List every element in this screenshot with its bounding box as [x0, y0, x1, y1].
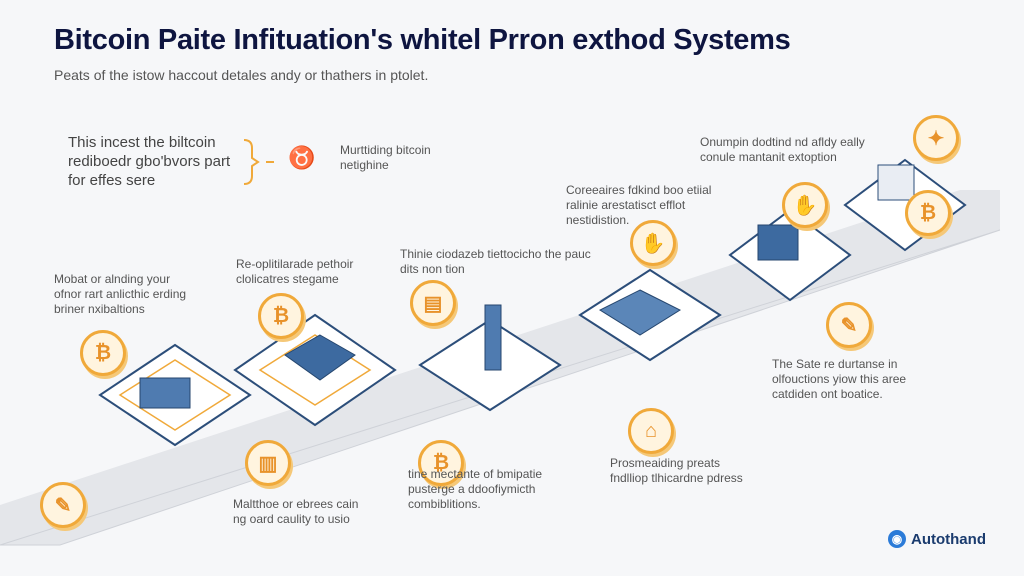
label-line: Maltthoe or ebrees cain	[233, 497, 359, 511]
label-line: Coreeaires fdkind boo etiial	[566, 183, 712, 197]
label-line: nestidistion.	[566, 213, 630, 227]
idea-coin-icon: ✦	[913, 115, 959, 161]
callout-line: netighine	[340, 158, 389, 172]
label-line: Onumpin dodtind nd afldy eally	[700, 135, 865, 149]
label-line: pusterge a ddoofiymicth	[408, 482, 536, 496]
label-line: ralinie arestatisct efflot	[566, 198, 686, 212]
step-label-6: The Sate re durtanse in olfouctions yiow…	[772, 357, 906, 402]
label-line: Re-oplitilarade pethoir	[236, 257, 354, 271]
page-subtitle: Peats of the istow haccout detales andy …	[54, 67, 429, 83]
step-label-4: Coreeaires fdkind boo etiial ralinie are…	[566, 183, 711, 228]
step-label-8: tine mectante of bmipatie pusterge a ddo…	[408, 467, 542, 512]
platform-4	[578, 268, 722, 362]
label-line: Prosmeaiding preats	[610, 456, 721, 470]
label-line: Thinie ciodazeb tiettocicho the pauc	[400, 247, 591, 261]
intro-callout: Murttiding bitcoin netighine	[340, 143, 431, 173]
step-label-9: Maltthoe or ebrees cain ng oard caulity …	[233, 497, 358, 527]
label-line: briner nxibaltions	[54, 302, 145, 316]
intro-line: This incest the biltcoin	[68, 134, 216, 151]
platform-2	[233, 313, 397, 427]
label-line: tine mectante of bmipatie	[408, 467, 543, 481]
step-label-1: Mobat or alnding your ofnor rart anlicth…	[54, 272, 186, 317]
bracket	[243, 139, 274, 185]
building-coin-icon: ⌂	[628, 408, 674, 454]
intro-text: This incest the biltcoin rediboedr gbo'b…	[68, 133, 230, 190]
label-line: fndlliop tlhicardne pdress	[610, 471, 743, 485]
label-line: dits non tion	[400, 262, 465, 276]
brand-name: Autothand	[911, 530, 986, 548]
label-line: ofnor rart anlicthic erding	[54, 287, 187, 301]
network-icon: ♉	[288, 145, 316, 170]
chart-coin-icon: ▥	[245, 440, 291, 486]
step-label-3: Thinie ciodazeb tiettocicho the pauc dit…	[400, 247, 591, 277]
bitcoin-coin-icon: ₿	[80, 330, 126, 376]
bitcoin-coin-icon: ₿	[905, 190, 951, 236]
label-line: catdiden ont boatice.	[772, 387, 883, 401]
bitcoin-coin-icon: ₿	[418, 440, 464, 486]
label-line: The Sate re durtanse in	[772, 357, 898, 371]
intro-line: rediboedr gbo'bvors part	[68, 153, 231, 170]
label-line: Mobat or alnding your	[54, 272, 171, 286]
platform-3	[418, 304, 562, 412]
step-label-2: Re-oplitilarade pethoir clolicatres steg…	[236, 257, 353, 287]
tool-coin-icon: ✎	[826, 302, 872, 348]
platform-5	[728, 208, 852, 302]
step-label-5: Onumpin dodtind nd afldy eally conule ma…	[700, 135, 865, 165]
tool-coin-icon: ✎	[40, 482, 86, 528]
label-line: combiblitions.	[408, 497, 481, 511]
intro-line: for effes sere	[68, 172, 156, 189]
document-coin-icon: ▤	[410, 280, 456, 326]
label-line: olfouctions yiow this aree	[772, 372, 907, 386]
label-line: ng oard caulity to usio	[233, 512, 350, 526]
bitcoin-coin-icon: ₿	[258, 293, 304, 339]
callout-line: Murttiding bitcoin	[340, 143, 431, 157]
platform-1	[98, 343, 252, 447]
label-line: conule mantanit extoption	[700, 150, 837, 164]
brand-logo: ◉ Autothand	[888, 530, 986, 548]
step-label-7: Prosmeaiding preats fndlliop tlhicardne …	[610, 456, 743, 486]
label-line: clolicatres stegame	[236, 272, 339, 286]
page-title: Bitcoin Paite Infituation's whitel Prron…	[54, 24, 791, 56]
hand-coin-icon: ✋	[782, 182, 828, 228]
logo-icon: ◉	[888, 530, 906, 548]
hand-coin-icon: ✋	[630, 220, 676, 266]
